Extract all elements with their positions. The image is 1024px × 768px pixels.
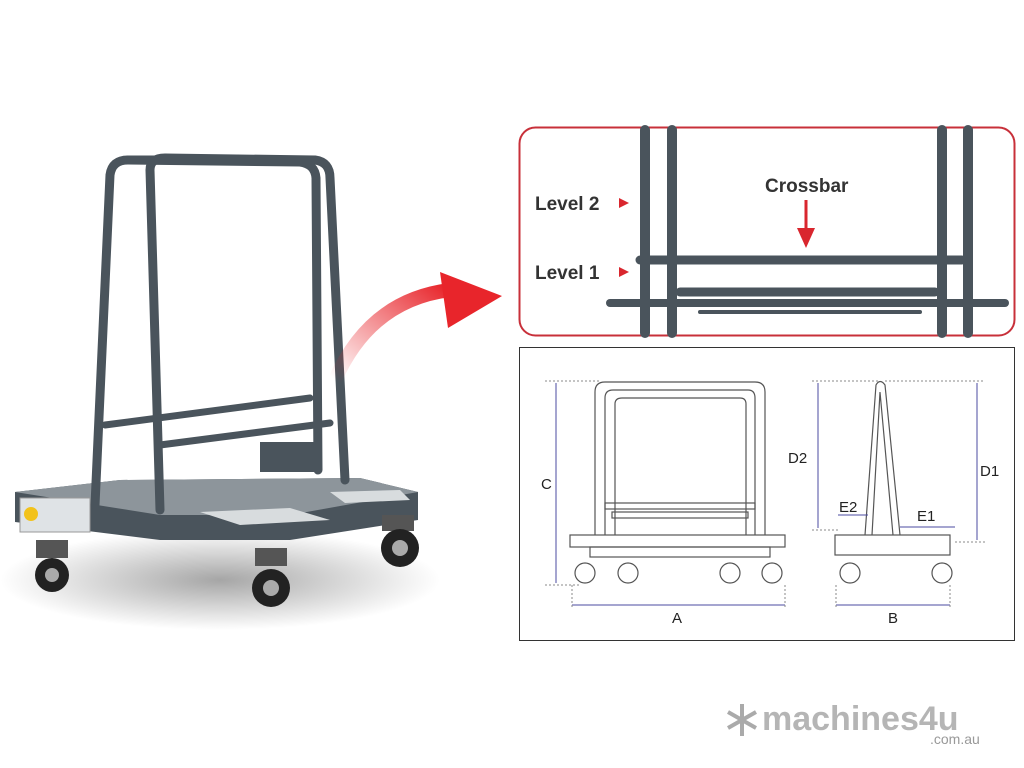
dimension-c-label: C [541,476,552,493]
caster-wheel [381,515,419,567]
dimension-a-label: A [672,610,682,627]
level-2-label: Level 2 [535,194,599,215]
dimension-d1-label: D1 [980,463,999,480]
crossbar-label: Crossbar [765,176,849,197]
dimension-e1-label: E1 [917,508,935,525]
level-1-label: Level 1 [535,263,600,284]
logo-domain-text: .com.au [930,731,980,747]
dimension-d2-label: D2 [788,450,807,467]
crossbar-down-arrow-icon [797,200,815,248]
dimension-b-label: B [888,610,898,627]
crossbar-detail-panel: Level 2 Level 1 Crossbar [518,125,1016,338]
front-view-drawing [569,381,786,584]
dimension-e2-label: E2 [839,499,857,516]
level-1-pointer-icon [619,267,629,277]
level-2-pointer-icon [619,198,629,208]
logo-brand-text: machines4u [762,700,959,738]
machines4u-logo: machines4u .com.au [727,700,980,747]
dimension-drawing-panel: C A B D2 D1 E2 E1 [519,347,1015,641]
side-view-drawing [834,380,953,584]
cart-3d-render [0,153,440,630]
zoom-arrow [328,272,502,383]
caster-wheel [35,540,69,592]
snowflake-logo-icon [727,704,757,736]
caster-wheel [252,548,290,607]
